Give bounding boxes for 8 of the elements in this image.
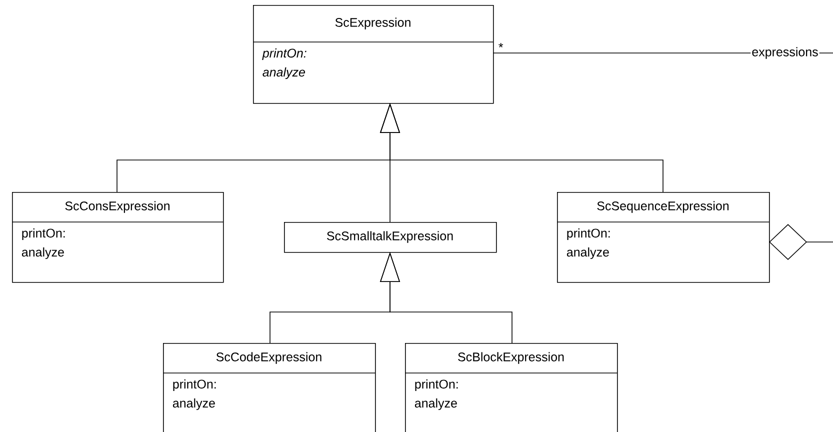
class-box: ScSmalltalkExpression xyxy=(284,222,497,253)
class-box: ScBlockExpression printOn: analyze xyxy=(404,343,618,432)
class-box: ScConsExpression printOn: analyze xyxy=(12,192,224,283)
class-box: ScSequenceExpression printOn: analyze xyxy=(556,192,770,283)
class-box: ScCodeExpression printOn: analyze xyxy=(162,343,376,432)
class-box: ScExpression printOn: analyze xyxy=(252,5,494,104)
multiplicity-label: * xyxy=(498,43,504,48)
edge-label: expressions xyxy=(752,47,818,59)
